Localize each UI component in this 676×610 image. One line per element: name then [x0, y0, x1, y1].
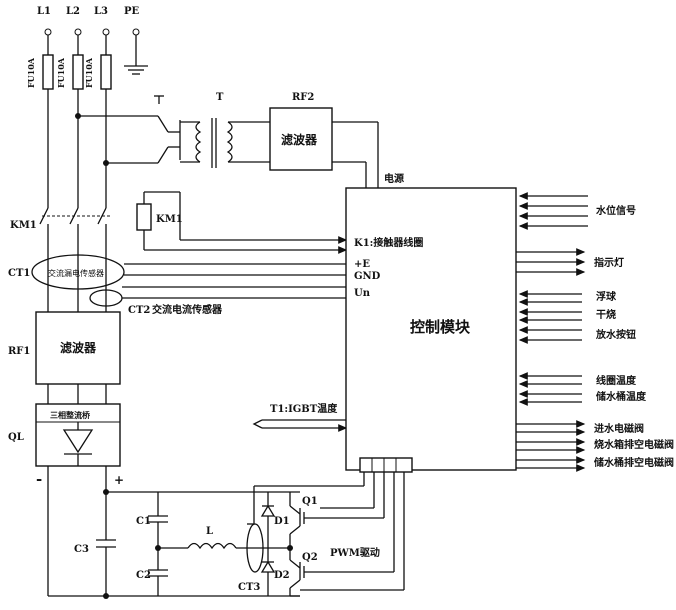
igbt-q1: Q1 [289, 492, 384, 548]
t1-igbt-temp: T1:IGBT温度 [252, 402, 348, 432]
io-inlet-valve: 进水电磁阀 [516, 420, 644, 436]
rf1-filter: RF1 滤波器 [8, 311, 121, 385]
fuse-l3: FU10A [84, 54, 112, 90]
io-tank-temp: 储水桶温度 [518, 390, 647, 406]
power-label: 电源 [384, 172, 404, 185]
io-store-valve: 储水桶排空电磁阀 [516, 456, 674, 472]
io-water-level: 水位信号 [518, 192, 636, 230]
svg-text:T1:IGBT温度: T1:IGBT温度 [270, 402, 338, 415]
svg-text:滤波器: 滤波器 [281, 132, 318, 147]
ct3-sensor: CT3 [238, 523, 264, 593]
contactor-km1: KM1 [10, 207, 110, 231]
svg-text:Q2: Q2 [302, 552, 318, 563]
diode-d1: D1 [260, 492, 290, 548]
svg-text:L: L [206, 526, 213, 537]
svg-text:RF1: RF1 [8, 346, 30, 357]
svg-text:Un: Un [354, 288, 371, 299]
svg-text:L2: L2 [66, 6, 80, 17]
io-indicator: 指示灯 [516, 248, 624, 276]
svg-text:L1: L1 [37, 6, 51, 17]
rectifier-ql: QL 三相整流桥 [8, 403, 121, 467]
svg-text:K1:接触器线圈: K1:接触器线圈 [354, 236, 423, 249]
svg-text:L3: L3 [94, 6, 108, 17]
capacitor-c3: C3 [74, 492, 116, 599]
io-boil-valve: 烧水箱排空电磁阀 [516, 438, 674, 454]
svg-text:KM1: KM1 [10, 220, 37, 231]
fuse-l2: FU10A [56, 54, 84, 90]
svg-text:滤波器: 滤波器 [60, 340, 97, 355]
km1-coil: KM1 [136, 191, 348, 254]
svg-text:交流电流传感器: 交流电流传感器 [152, 303, 223, 316]
ct2-current-sensor: CT2 交流电流传感器 [89, 286, 346, 316]
svg-text:指示灯: 指示灯 [594, 256, 624, 269]
capacitor-c2: C2 [136, 548, 168, 596]
io-float-ball: 浮球 [518, 290, 617, 306]
primary-switch [154, 95, 181, 164]
terminal-l2: L2 [66, 6, 82, 36]
svg-text:Q1: Q1 [302, 496, 318, 507]
svg-text:D2: D2 [274, 570, 290, 581]
svg-text:KM1: KM1 [156, 214, 183, 225]
svg-text:FU10A: FU10A [84, 57, 94, 88]
control-module: 控制模块 K1:接触器线圈 +E GND Un [345, 187, 517, 473]
rf2-filter: RF2 滤波器 [269, 92, 333, 171]
svg-text:PE: PE [124, 6, 140, 17]
svg-text:浮球: 浮球 [596, 290, 617, 303]
fuse-l1: FU10A [26, 54, 54, 90]
svg-text:+E: +E [354, 259, 370, 270]
svg-text:PWM驱动: PWM驱动 [330, 546, 380, 559]
svg-text:C2: C2 [136, 570, 151, 581]
svg-text:三相整流桥: 三相整流桥 [50, 410, 91, 420]
svg-text:C3: C3 [74, 544, 89, 555]
terminal-l3: L3 [94, 6, 110, 36]
svg-text:D1: D1 [274, 516, 290, 527]
transformer-t: T [180, 92, 270, 168]
svg-text:CT2: CT2 [128, 305, 150, 316]
io-dry-burn: 干烧 [518, 308, 616, 324]
inductor-l: L [158, 526, 290, 550]
io-drain-button: 放水按钮 [518, 326, 636, 344]
diode-d2: D2 [260, 548, 290, 596]
svg-text:放水按钮: 放水按钮 [595, 328, 636, 341]
svg-text:进水电磁阀: 进水电磁阀 [594, 422, 644, 435]
ct1-leakage-sensor: CT1 交流漏电传感器 [8, 254, 346, 290]
minus-label: - [36, 470, 42, 488]
capacitor-c1: C1 [136, 492, 168, 548]
igbt-q2: Q2 PWM驱动 [289, 546, 394, 596]
io-coil-temp: 线圈温度 [518, 372, 637, 388]
svg-text:CT1: CT1 [8, 268, 30, 279]
svg-text:FU10A: FU10A [56, 57, 66, 88]
svg-text:QL: QL [8, 432, 24, 443]
svg-text:T: T [216, 92, 224, 103]
terminal-pe: PE [124, 6, 148, 75]
svg-text:控制模块: 控制模块 [410, 318, 471, 336]
svg-text:烧水箱排空电磁阀: 烧水箱排空电磁阀 [594, 438, 674, 451]
svg-text:RF2: RF2 [292, 92, 314, 103]
svg-text:干烧: 干烧 [596, 308, 616, 321]
svg-text:FU10A: FU10A [26, 57, 36, 88]
svg-text:交流漏电传感器: 交流漏电传感器 [48, 268, 104, 278]
svg-text:储水桶排空电磁阀: 储水桶排空电磁阀 [593, 456, 674, 469]
svg-text:CT3: CT3 [238, 582, 260, 593]
svg-text:C1: C1 [136, 516, 151, 527]
terminal-l1: L1 [37, 6, 52, 36]
plus-label: + [114, 473, 124, 487]
svg-text:GND: GND [354, 271, 381, 282]
svg-text:储水桶温度: 储水桶温度 [595, 390, 647, 403]
svg-text:水位信号: 水位信号 [595, 204, 636, 217]
svg-text:线圈温度: 线圈温度 [596, 374, 637, 387]
